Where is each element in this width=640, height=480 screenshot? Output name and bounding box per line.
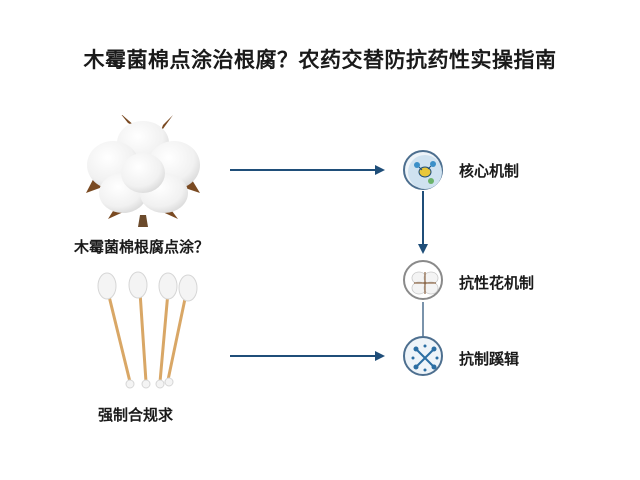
page-title: 木霉菌棉点涂治根腐？农药交替防抗药性实操指南	[83, 48, 557, 72]
microbe-icon	[408, 155, 442, 189]
node-label-logic: 抗制蹊辑	[459, 350, 520, 368]
node-logic	[403, 336, 443, 376]
node-resistance-mechanism	[403, 260, 443, 300]
molecule-icon	[411, 344, 439, 372]
swabs-caption: 强制合规求	[98, 406, 174, 424]
cotton-flower-icon	[411, 271, 439, 295]
cotton-caption: 木霉菌棉根腐点涂？	[74, 238, 210, 256]
cotton-swabs-image	[97, 271, 198, 389]
cotton-boll-image	[86, 115, 200, 227]
node-label-resistance: 抗性花机制	[459, 274, 535, 292]
node-core-mechanism	[403, 150, 443, 190]
node-label-core: 核心机制	[459, 162, 520, 180]
